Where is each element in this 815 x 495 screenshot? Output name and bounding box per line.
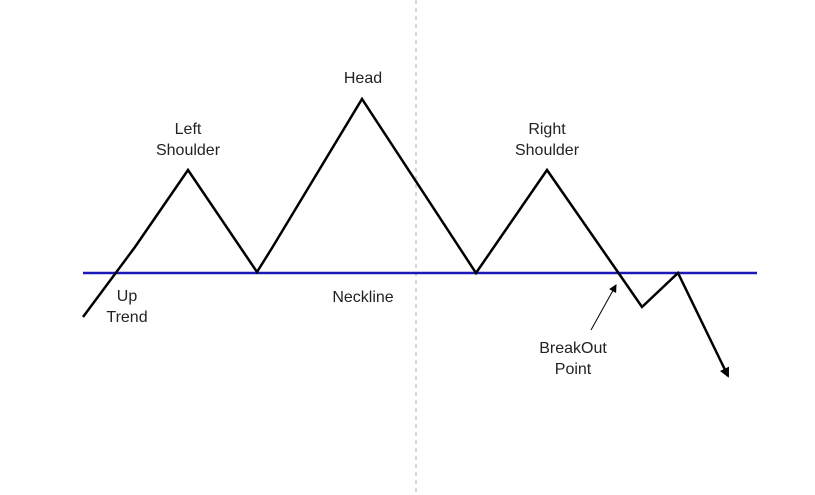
price-path <box>81 96 730 378</box>
head-label: Head <box>343 70 383 87</box>
breakout-arrow <box>590 284 617 331</box>
neckline-label: Neckline <box>332 289 394 306</box>
left-shoulder-label: Left Shoulder <box>155 121 221 159</box>
breakout-point-label: BreakOut Point <box>539 340 607 378</box>
right-shoulder-label: Right Shoulder <box>514 121 580 159</box>
up-trend-label: Up Trend <box>106 288 148 326</box>
